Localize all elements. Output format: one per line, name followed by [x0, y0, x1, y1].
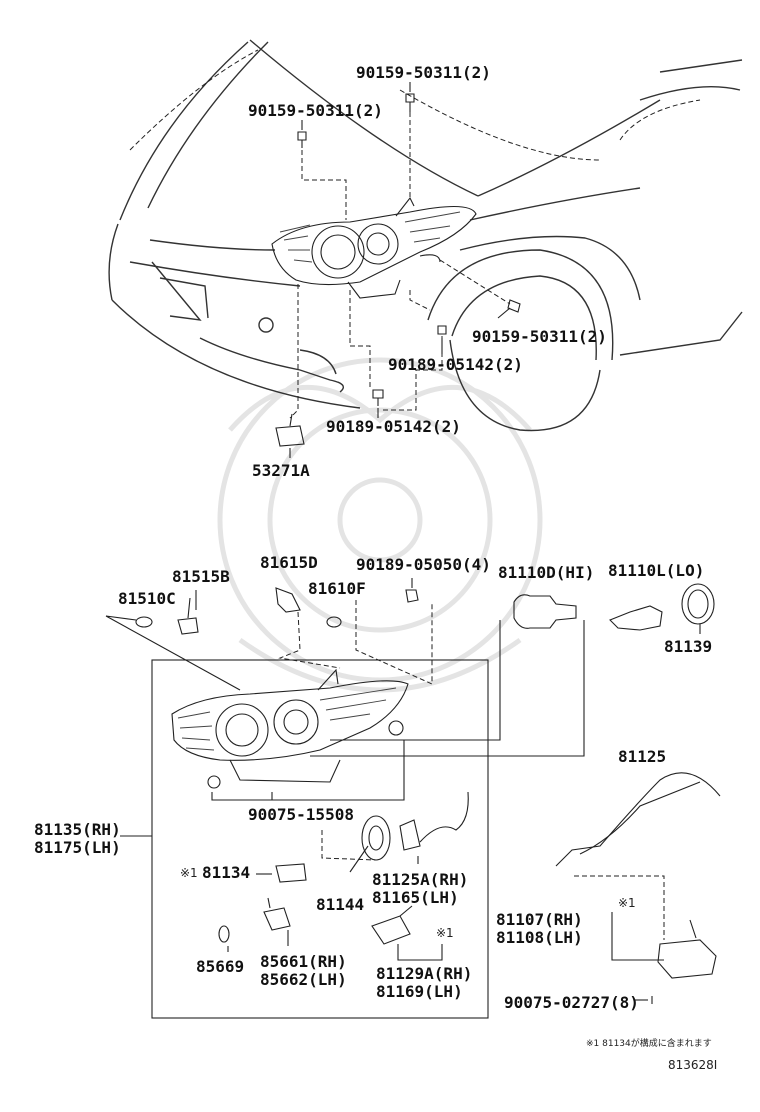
label-socket-b: 81515B [172, 567, 230, 586]
footnote: ※1 81134が構成に含まれます [586, 1039, 712, 1049]
label-bracket: 53271A [252, 461, 310, 480]
label-gasket-set: 90075-15508 [248, 805, 354, 824]
label-wire-rh: 81125A(RH) [372, 870, 469, 889]
leader-lines-upper [289, 82, 511, 458]
label-screw-lower: 90189-05142(2) [326, 417, 461, 436]
label-bolt-top: 90159-50311(2) [356, 63, 491, 82]
label-computer-rh: 81107(RH) [496, 910, 583, 929]
fasteners-upper [275, 93, 521, 447]
diagram-id: 813628I [668, 1058, 718, 1072]
label-cover: 81144 [316, 895, 365, 914]
assembly-frame [151, 659, 489, 1019]
label-hi-bulb: 81110D(HI) [498, 563, 595, 582]
label-seal: 81134 [202, 863, 251, 882]
label-lo-bulb: 81110L(LO) [608, 561, 705, 580]
label-wire-lh: 81165(LH) [372, 888, 459, 907]
label-bulb-d: 81615D [260, 553, 318, 572]
label-lamp-lh: 85662(LH) [260, 970, 347, 989]
label-assy-lh: 81175(LH) [34, 838, 121, 857]
label-motor-lh: 81169(LH) [376, 982, 463, 1001]
label-cap-f: 81610F [308, 579, 366, 598]
label-screw-4: 90189-05050(4) [356, 555, 491, 574]
headlamp-installed [271, 196, 477, 299]
watermark-emblem [217, 357, 543, 693]
label-assy-rh: 81135(RH) [34, 820, 121, 839]
label-clip: 85669 [196, 957, 245, 976]
headlamp-assembly [171, 668, 409, 789]
label-bolt-right: 90159-50311(2) [472, 327, 607, 346]
seal-note-mark: ※1 [180, 866, 198, 880]
label-lo-ring: 81139 [664, 637, 713, 656]
label-motor-rh: 81129A(RH) [376, 964, 473, 983]
label-lamp-rh: 85661(RH) [260, 952, 347, 971]
label-screw-8: 90075-02727(8) [504, 993, 639, 1012]
label-harness: 81125 [618, 747, 667, 766]
motor-note-mark: ※1 [436, 926, 454, 940]
label-cap-c: 81510C [118, 589, 176, 608]
leader-lines-lower [105, 578, 701, 1001]
label-bolt-left: 90159-50311(2) [248, 101, 383, 120]
vehicle-front-outline [108, 39, 743, 432]
computer-note-mark: ※1 [618, 896, 636, 910]
label-computer-lh: 81108(LH) [496, 928, 583, 947]
bulbs-and-parts [135, 583, 721, 1004]
label-screw-upper: 90189-05142(2) [388, 355, 523, 374]
